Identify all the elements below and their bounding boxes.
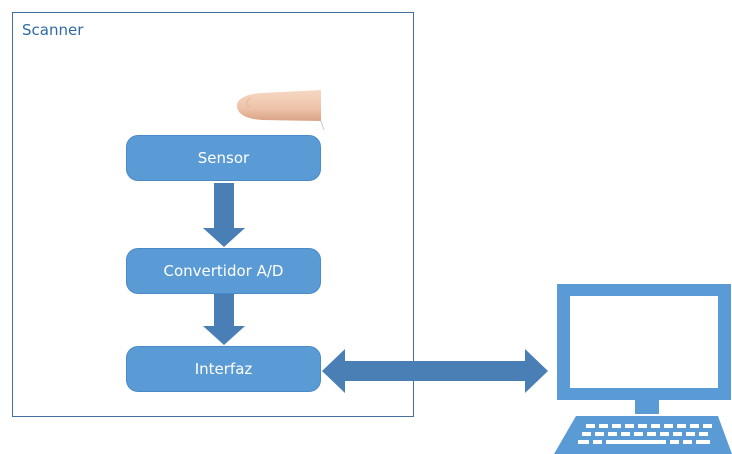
arrow-interface-to-computer <box>322 349 548 393</box>
ad-converter-block: Convertidor A/D <box>126 248 321 294</box>
interface-label: Interfaz <box>194 360 253 378</box>
arrow-sensor-to-converter <box>203 183 245 247</box>
scanner-label: Scanner <box>22 21 84 39</box>
sensor-block: Sensor <box>126 135 321 181</box>
laptop-computer-icon <box>554 284 732 454</box>
ad-converter-label: Convertidor A/D <box>163 262 284 280</box>
sensor-label: Sensor <box>197 149 250 167</box>
arrow-converter-to-interface <box>203 294 245 345</box>
interface-block: Interfaz <box>126 346 321 392</box>
